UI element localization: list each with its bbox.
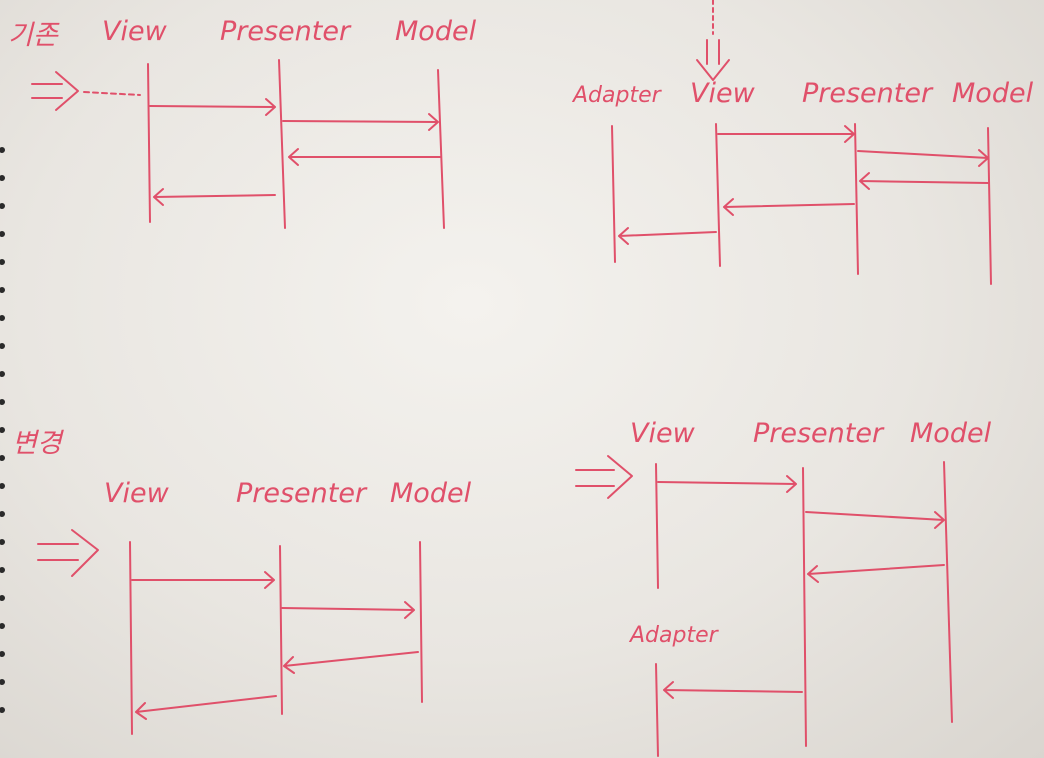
label-model: Model	[952, 78, 1034, 109]
label-presenter: Presenter	[802, 78, 934, 109]
diagram-original: 기존 View Presenter Model	[8, 16, 477, 229]
message-presenter-to-model	[281, 601, 415, 619]
message-presenter-to-view	[135, 695, 277, 720]
message-view-to-presenter	[149, 98, 276, 116]
message-presenter-to-view	[153, 188, 276, 206]
diagram-title-changed: 변경	[12, 428, 65, 459]
message-model-to-presenter	[859, 172, 989, 190]
message-model-to-presenter	[807, 564, 945, 583]
entry-arrow-icon	[575, 455, 633, 499]
lifeline-presenter	[802, 467, 807, 747]
label-view: View	[102, 16, 168, 47]
lifeline-adapter	[611, 125, 616, 263]
diagram-original-with-adapter: Adapter View Presenter Model	[571, 0, 1034, 285]
lifeline-view	[715, 123, 721, 267]
lifeline-presenter	[854, 123, 859, 275]
label-view: View	[690, 78, 756, 109]
message-view-to-presenter	[131, 571, 275, 589]
lifeline-adapter	[655, 663, 659, 757]
notebook-binding-dots	[0, 147, 5, 713]
label-view: View	[104, 478, 170, 509]
label-model: Model	[395, 16, 477, 47]
message-model-to-presenter	[283, 651, 419, 674]
label-adapter: Adapter	[571, 83, 663, 108]
label-view: View	[630, 418, 696, 449]
message-presenter-to-model	[857, 149, 989, 167]
lifeline-model	[419, 541, 423, 703]
message-presenter-to-model	[282, 113, 439, 131]
message-view-to-presenter	[657, 475, 797, 493]
message-view-to-presenter	[717, 125, 855, 143]
message-presenter-to-adapter	[663, 681, 803, 699]
lifeline-model	[943, 461, 953, 723]
message-view-to-adapter	[618, 227, 717, 245]
message-model-to-presenter	[288, 148, 441, 166]
lifeline-view	[655, 463, 659, 589]
diagram-title-original: 기존	[8, 20, 60, 51]
lifeline-model	[437, 69, 445, 229]
message-presenter-to-view	[723, 198, 855, 216]
diagram-changed: 변경 View Presenter Model	[12, 428, 472, 735]
entry-arrow-icon	[31, 71, 79, 111]
label-model: Model	[910, 418, 992, 449]
entry-arrow-icon	[37, 529, 99, 577]
lifeline-presenter	[278, 59, 286, 229]
label-presenter: Presenter	[236, 478, 368, 509]
lifeline-presenter	[279, 545, 283, 715]
entry-dashed-line	[83, 91, 141, 96]
label-presenter: Presenter	[220, 16, 352, 47]
label-adapter: Adapter	[628, 623, 720, 648]
label-model: Model	[390, 478, 472, 509]
message-presenter-to-model	[805, 511, 945, 529]
down-arrow-shaft	[696, 39, 730, 81]
lifeline-model	[987, 127, 992, 285]
label-presenter: Presenter	[753, 418, 885, 449]
diagram-changed-with-adapter: View Presenter Model Adapter	[575, 418, 992, 757]
lifeline-view	[147, 63, 151, 223]
lifeline-view	[129, 541, 133, 735]
